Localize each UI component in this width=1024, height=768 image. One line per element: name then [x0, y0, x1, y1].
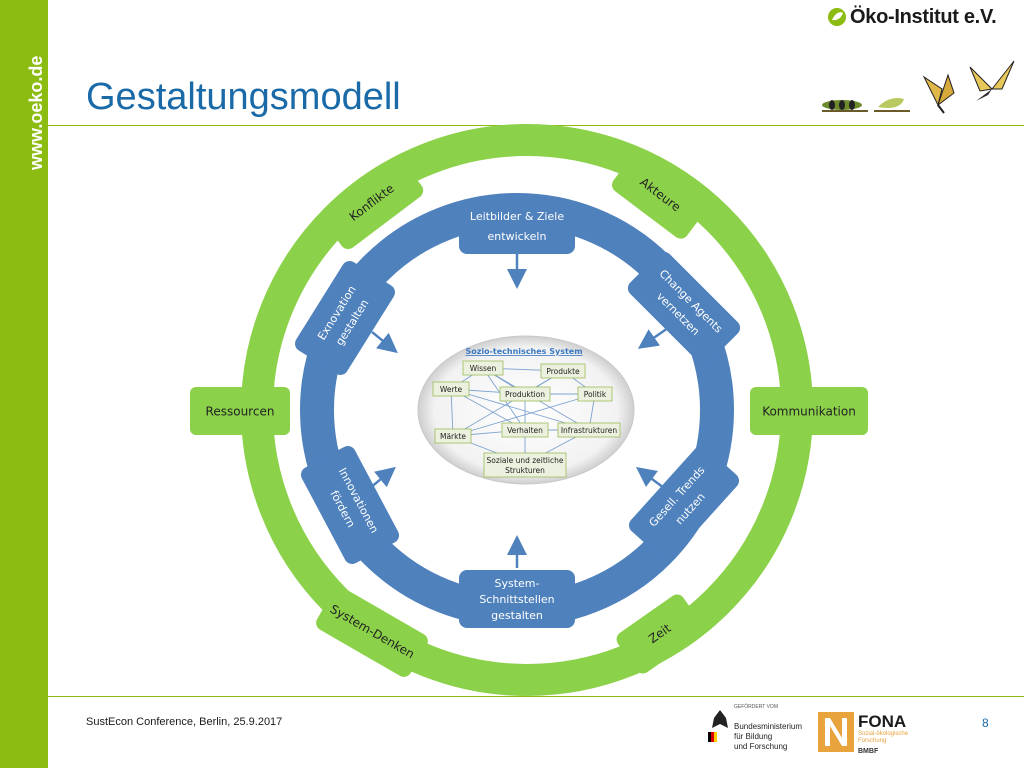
schnittstellen-line1: System-	[495, 577, 540, 590]
arrow-from-top-right	[637, 326, 669, 349]
node-infrastrukturen: Infrastrukturen	[557, 422, 621, 438]
inner-label-gesell-trends: Gesell. Trends nutzen	[629, 445, 739, 561]
ressourcen-label: Ressourcen	[206, 405, 275, 419]
inner-label-schnittstellen: System- Schnittstellen gestalten	[459, 570, 575, 628]
fona-sub-line2: Forschung	[858, 738, 887, 744]
node-maerkte: Märkte	[434, 428, 472, 444]
arrow-from-top-left	[371, 331, 398, 354]
footer-conference: SustEcon Conference, Berlin, 25.9.2017	[86, 716, 283, 728]
schnittstellen-line3: gestalten	[491, 609, 543, 622]
logo-name: Öko-Institut e.V.	[850, 5, 997, 28]
bmbf-line1: Bundesministerium	[734, 722, 803, 731]
node-soziale-strukturen: Soziale und zeitliche Strukturen	[483, 452, 567, 478]
leitbilder-line1: Leitbilder & Ziele	[470, 210, 564, 223]
schnittstellen-line2: Schnittstellen	[479, 593, 554, 606]
node-wissen: Wissen	[462, 360, 504, 376]
node-produkte: Produkte	[540, 363, 586, 379]
outer-label-ressourcen: Ressourcen	[190, 387, 290, 435]
inner-label-leitbilder: Leitbilder & Ziele entwickeln	[459, 202, 575, 254]
svg-text:Produktion: Produktion	[505, 390, 545, 399]
svg-text:Produkte: Produkte	[546, 367, 580, 376]
svg-text:Verhalten: Verhalten	[507, 426, 543, 435]
node-produktion: Produktion	[499, 386, 551, 402]
fona-bmbf: BMBF	[858, 748, 879, 755]
bmbf-line3: und Forschung	[734, 742, 788, 751]
leaf-icon	[828, 8, 846, 26]
fona-sub-line1: Sozial-ökologische	[858, 731, 909, 737]
center-title: Sozio-technisches System	[465, 347, 582, 356]
inner-label-exnovation: Exnovation gestalten	[295, 261, 395, 375]
outer-label-kommunikation: Kommunikation	[750, 387, 868, 435]
page-number: 8	[982, 716, 989, 730]
bmbf-line2: für Bildung	[734, 732, 773, 741]
fona-icon	[818, 712, 854, 752]
svg-text:Politik: Politik	[584, 390, 607, 399]
leitbilder-line2: entwickeln	[488, 230, 547, 243]
svg-text:Werte: Werte	[440, 385, 463, 394]
kommunikation-label: Kommunikation	[762, 405, 856, 419]
footer-divider	[48, 696, 1024, 697]
metamorphosis-image	[822, 60, 1015, 114]
outer-label-akteure: Akteure	[612, 151, 708, 239]
svg-text:Soziale und zeitliche: Soziale und zeitliche	[487, 456, 564, 465]
butterfly-emerging-icon	[922, 73, 955, 114]
center-nodes: Wissen Produkte Werte Produktion Politik…	[432, 360, 621, 478]
oeko-institut-logo: Öko-Institut e.V.	[826, 4, 997, 30]
outer-label-zeit: Zeit	[616, 594, 704, 674]
funded-by-label: GEFÖRDERT VOM	[734, 704, 778, 710]
page-title: Gestaltungsmodell	[86, 76, 401, 118]
arrow-from-bottom-left	[369, 466, 396, 489]
chrysalis-icon	[874, 98, 910, 112]
arrow-from-bottom-right	[636, 467, 665, 489]
federal-eagle-icon	[708, 710, 728, 742]
node-politik: Politik	[577, 386, 613, 402]
node-verhalten: Verhalten	[501, 422, 549, 438]
sidebar-bar: www.oeko.de	[0, 0, 48, 768]
node-werte: Werte	[432, 381, 470, 397]
butterfly-icon	[969, 60, 1015, 103]
fona-name: FONA	[858, 712, 907, 731]
svg-text:Strukturen: Strukturen	[505, 466, 545, 475]
caterpillar-icon	[822, 100, 868, 112]
svg-text:Infrastrukturen: Infrastrukturen	[561, 426, 618, 435]
bmbf-logo-text: Bundesministerium für Bildung und Forsch…	[734, 722, 802, 752]
svg-text:Wissen: Wissen	[470, 364, 497, 373]
outer-label-konflikte: Konflikte	[320, 156, 424, 250]
fona-subtitle: Sozial-ökologische Forschung	[858, 731, 908, 745]
svg-text:Märkte: Märkte	[440, 432, 466, 441]
